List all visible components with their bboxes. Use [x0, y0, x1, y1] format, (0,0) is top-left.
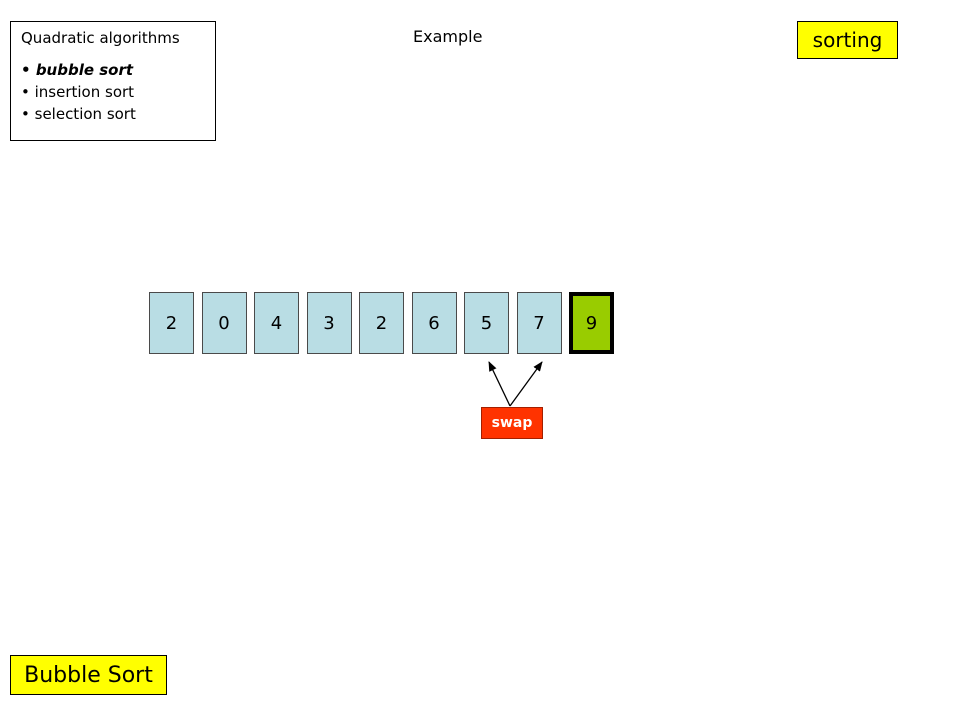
array-cell: 4 — [254, 292, 299, 354]
example-heading: Example — [413, 27, 483, 46]
list-item-selection-sort: selection sort — [21, 103, 205, 125]
array-cell-sorted: 9 — [569, 292, 614, 354]
array-cell: 3 — [306, 292, 352, 354]
array-cell: 0 — [201, 292, 247, 354]
topic-badge: sorting — [797, 21, 898, 59]
algorithms-list: bubble sort insertion sort selection sor… — [21, 59, 205, 125]
array-cell: 2 — [359, 292, 404, 354]
array-cell: 2 — [149, 292, 194, 354]
array-cell: 5 — [464, 292, 509, 354]
swap-arrow-left — [488, 361, 511, 407]
swap-label: swap — [481, 407, 543, 439]
algorithms-title: Quadratic algorithms — [21, 29, 180, 47]
array-cell: 7 — [516, 292, 562, 354]
list-item-bubble-sort: bubble sort — [21, 59, 205, 81]
swap-arrow-right — [509, 361, 543, 407]
algorithms-box: Quadratic algorithms bubble sort inserti… — [10, 21, 216, 141]
array-cell: 6 — [411, 292, 457, 354]
algorithm-badge: Bubble Sort — [10, 655, 167, 695]
list-item-insertion-sort: insertion sort — [21, 81, 205, 103]
